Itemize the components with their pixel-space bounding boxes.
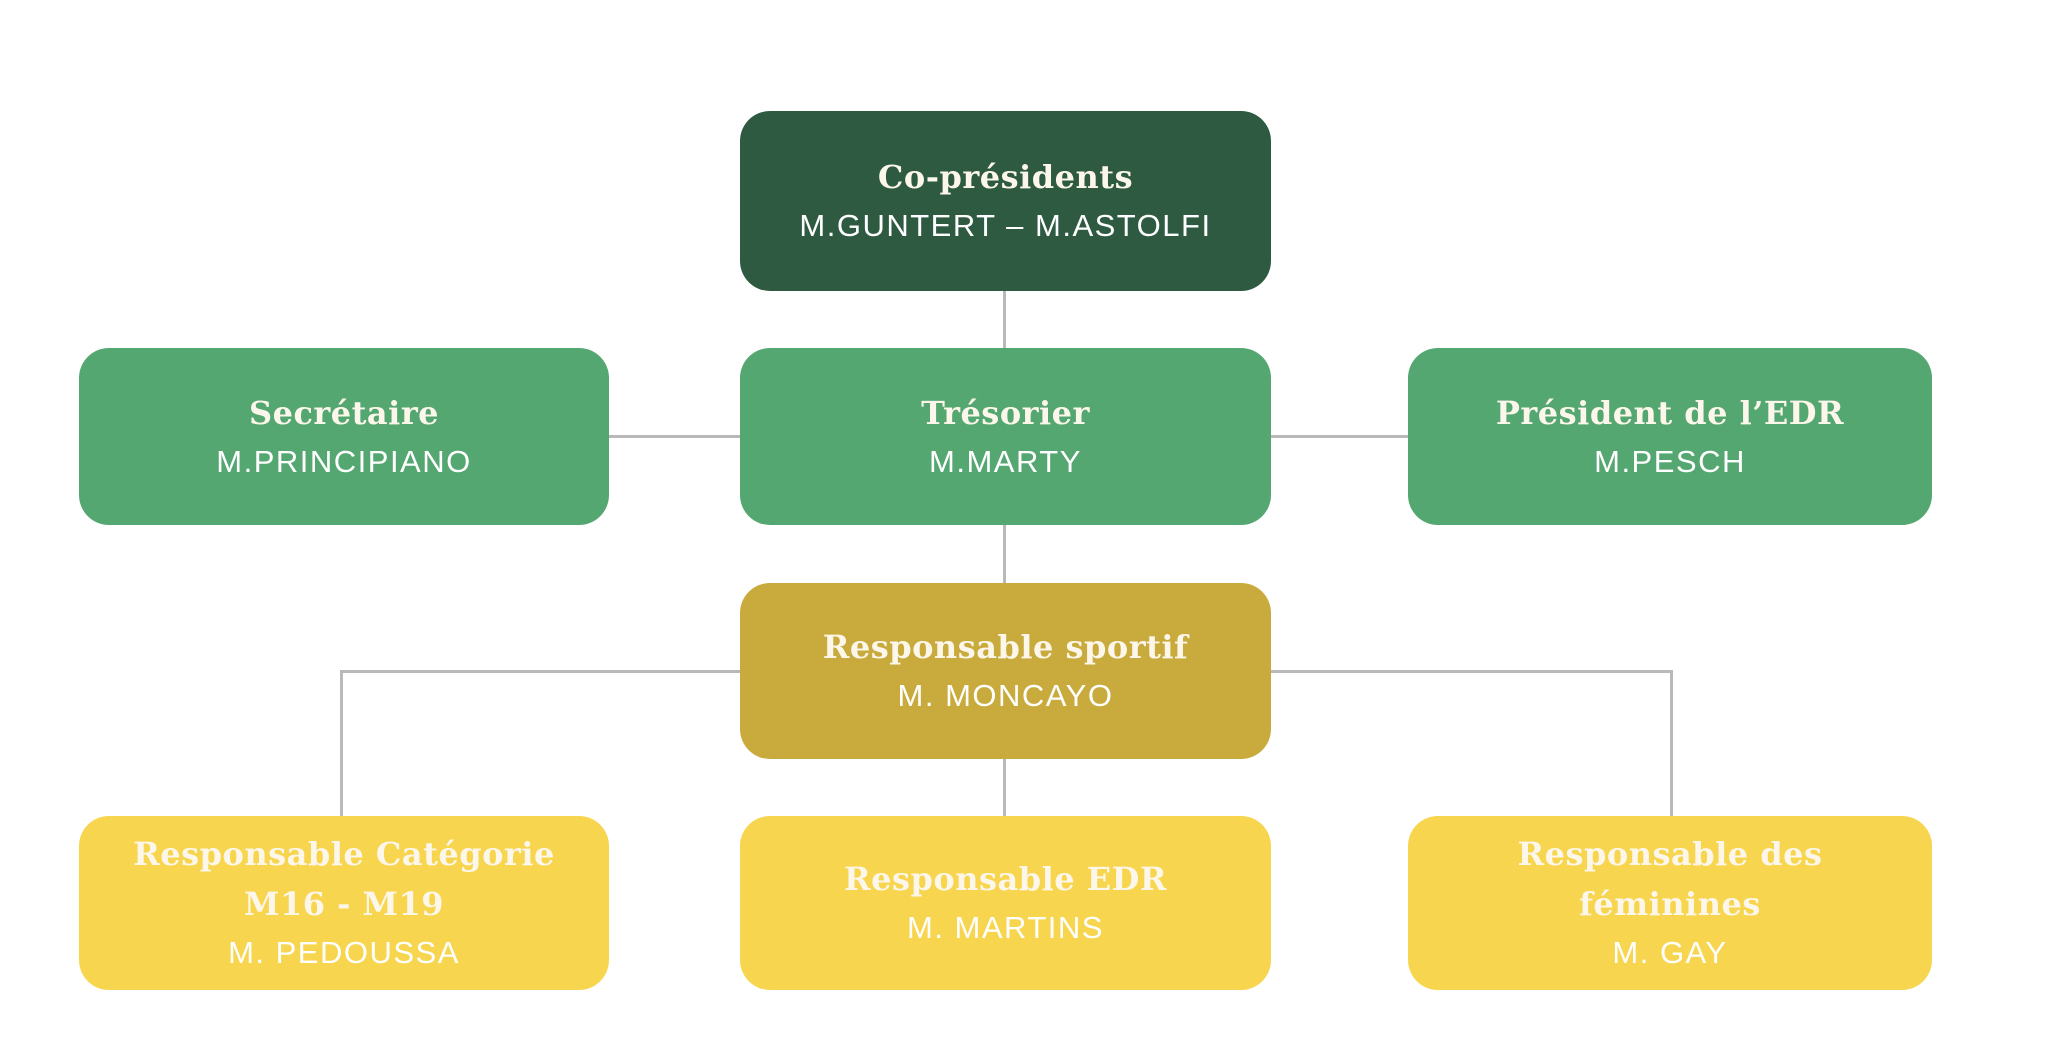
org-node-responsable-m16-m19: Responsable Catégorie M16 - M19 M. PEDOU… <box>79 816 609 990</box>
connector-tresorier-president-edr <box>1271 435 1408 438</box>
node-name: M.PRINCIPIANO <box>216 443 472 479</box>
node-name: M.PESCH <box>1594 443 1746 479</box>
org-node-tresorier: Trésorier M.MARTY <box>740 348 1271 525</box>
node-name: M. MARTINS <box>907 910 1104 945</box>
connector-sportif-edr <box>1003 759 1006 816</box>
node-title: Responsable des <box>1517 835 1823 873</box>
org-node-president-edr: Président de l’EDR M.PESCH <box>1408 348 1932 525</box>
node-name: M. MONCAYO <box>897 678 1114 713</box>
connector-tresorier-sportif <box>1003 525 1006 583</box>
org-node-responsable-feminines: Responsable des féminines M. GAY <box>1408 816 1932 990</box>
org-node-responsable-sportif: Responsable sportif M. MONCAYO <box>740 583 1271 759</box>
node-name: M.GUNTERT – M.ASTOLFI <box>799 208 1212 243</box>
node-name: M. GAY <box>1612 935 1728 970</box>
org-node-co-presidents: Co-présidents M.GUNTERT – M.ASTOLFI <box>740 111 1271 291</box>
node-title: Co-présidents <box>877 158 1134 196</box>
connector-secretaire-tresorier <box>609 435 740 438</box>
node-title: Responsable EDR <box>844 860 1167 898</box>
node-name: M. PEDOUSSA <box>228 935 460 970</box>
node-title: Trésorier <box>921 393 1090 432</box>
node-title-line2: féminines <box>1579 885 1761 923</box>
connector-sportif-m16-horizontal <box>340 670 740 673</box>
org-node-responsable-edr: Responsable EDR M. MARTINS <box>740 816 1271 990</box>
node-title: Responsable sportif <box>822 628 1189 666</box>
connector-sportif-m16-vertical <box>340 670 343 816</box>
node-title: Responsable Catégorie <box>133 835 555 873</box>
connector-sportif-feminines-horizontal <box>1271 670 1673 673</box>
org-node-secretaire: Secrétaire M.PRINCIPIANO <box>79 348 609 525</box>
connector-copresidents-tresorier <box>1003 291 1006 349</box>
node-title: Secrétaire <box>248 393 440 432</box>
node-title: Président de l’EDR <box>1495 393 1845 432</box>
connector-sportif-feminines-vertical <box>1670 670 1673 816</box>
node-name: M.MARTY <box>929 443 1082 479</box>
node-title-line2: M16 - M19 <box>244 885 444 923</box>
